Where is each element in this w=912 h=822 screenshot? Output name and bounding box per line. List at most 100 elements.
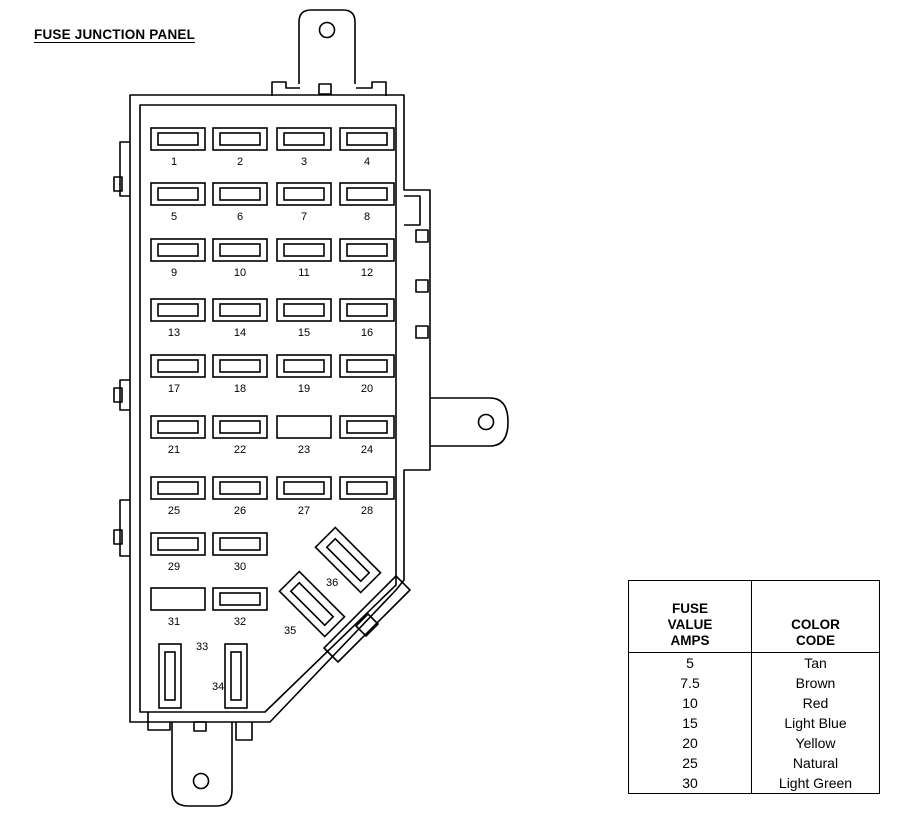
fuse-label: 11 <box>298 267 309 279</box>
fuse-slot-32 <box>212 587 268 611</box>
fuse-label: 12 <box>361 267 373 279</box>
fuse-label: 2 <box>237 156 243 168</box>
fuse-slot-16 <box>339 298 395 322</box>
fuse-label: 25 <box>168 505 180 517</box>
fuse-slot-2 <box>212 127 268 151</box>
fuse-slot-1 <box>150 127 206 151</box>
fuse-label: 7 <box>301 211 307 223</box>
fuse-slot-14 <box>212 298 268 322</box>
fuse-label: 15 <box>298 327 310 339</box>
fuse-label: 28 <box>361 505 373 517</box>
top-mount-tab <box>298 9 356 84</box>
left-latch-3-nub <box>113 529 123 545</box>
fuse-label: 33 <box>196 641 208 653</box>
fuse-label: 9 <box>171 267 177 279</box>
fuse-slot-12 <box>339 238 395 262</box>
fuse-slot-34 <box>224 643 248 709</box>
legend-header-amps: FUSE VALUE AMPS <box>628 580 752 653</box>
fuse-slot-10 <box>212 238 268 262</box>
fuse-slot-19 <box>276 354 332 378</box>
fuse-label: 16 <box>361 327 373 339</box>
fuse-label: 34 <box>212 681 224 693</box>
fuse-label: 31 <box>168 616 180 628</box>
left-latch-3 <box>119 499 130 557</box>
fuse-label: 1 <box>171 156 177 168</box>
fuse-label: 13 <box>168 327 180 339</box>
fuse-slot-18 <box>212 354 268 378</box>
fuse-slot-35 <box>278 570 346 638</box>
panel-inner-housing <box>139 104 397 713</box>
fuse-label: 17 <box>168 383 180 395</box>
fuse-slot-22 <box>212 415 268 439</box>
fuse-slot-30 <box>212 532 268 556</box>
fuse-label: 14 <box>234 327 246 339</box>
fuse-slot-17 <box>150 354 206 378</box>
fuse-label: 18 <box>234 383 246 395</box>
bottom-clip-left <box>147 712 171 731</box>
fuse-label: 24 <box>361 444 373 456</box>
panel-outer-housing <box>129 94 431 723</box>
fuse-slot-29 <box>150 532 206 556</box>
fuse-label: 4 <box>364 156 370 168</box>
fuse-label: 32 <box>234 616 246 628</box>
fuse-slot-24 <box>339 415 395 439</box>
right-mount-tab <box>430 397 509 447</box>
fuse-label: 26 <box>234 505 246 517</box>
fuse-slot-8 <box>339 182 395 206</box>
right-latch-1 <box>404 195 421 226</box>
fuse-label: 27 <box>298 505 310 517</box>
fuse-label: 5 <box>171 211 177 223</box>
bottom-mount-hole <box>192 772 210 790</box>
fuse-slot-3 <box>276 127 332 151</box>
fuse-slot-26 <box>212 476 268 500</box>
legend-header-color-text: COLOR CODE <box>791 617 840 648</box>
bottom-clip-right <box>235 722 253 741</box>
bottom-clip-center <box>193 721 207 732</box>
fuse-slot-36 <box>314 526 382 594</box>
right-latch-1-nub <box>415 229 429 243</box>
diagram-title: FUSE JUNCTION PANEL <box>34 27 196 42</box>
top-mount-hole <box>318 21 336 39</box>
fuse-label: 19 <box>298 383 310 395</box>
fuse-slot-20 <box>339 354 395 378</box>
top-clip-left <box>271 81 300 96</box>
right-latch-3-nub <box>415 325 429 339</box>
top-clip-right <box>356 81 387 96</box>
fuse-label: 29 <box>168 561 180 573</box>
fuse-slot-13 <box>150 298 206 322</box>
fuse-label: 30 <box>234 561 246 573</box>
angled-connector <box>323 575 411 663</box>
top-clip-center <box>318 83 332 95</box>
fuse-label: 8 <box>364 211 370 223</box>
fuse-slot-7 <box>276 182 332 206</box>
fuse-slot-27 <box>276 476 332 500</box>
fuse-label: 6 <box>237 211 243 223</box>
fuse-slot-4 <box>339 127 395 151</box>
fuse-label: 10 <box>234 267 246 279</box>
fuse-slot-25 <box>150 476 206 500</box>
fuse-label: 23 <box>298 444 310 456</box>
fuse-label: 35 <box>284 625 296 637</box>
left-latch-1 <box>119 141 130 197</box>
fuse-label: 20 <box>361 383 373 395</box>
right-latch-2-nub <box>415 279 429 293</box>
fuse-slot-28 <box>339 476 395 500</box>
left-latch-2-nub <box>113 387 123 403</box>
bottom-mount-tab <box>171 722 233 807</box>
fuse-slot-15 <box>276 298 332 322</box>
legend-header-color: COLOR CODE <box>751 580 880 653</box>
fuse-slot-23 <box>276 415 332 439</box>
fuse-slot-21 <box>150 415 206 439</box>
fuse-slot-31 <box>150 587 206 611</box>
fuse-slot-6 <box>212 182 268 206</box>
fuse-slot-5 <box>150 182 206 206</box>
fuse-slot-33 <box>158 643 182 709</box>
